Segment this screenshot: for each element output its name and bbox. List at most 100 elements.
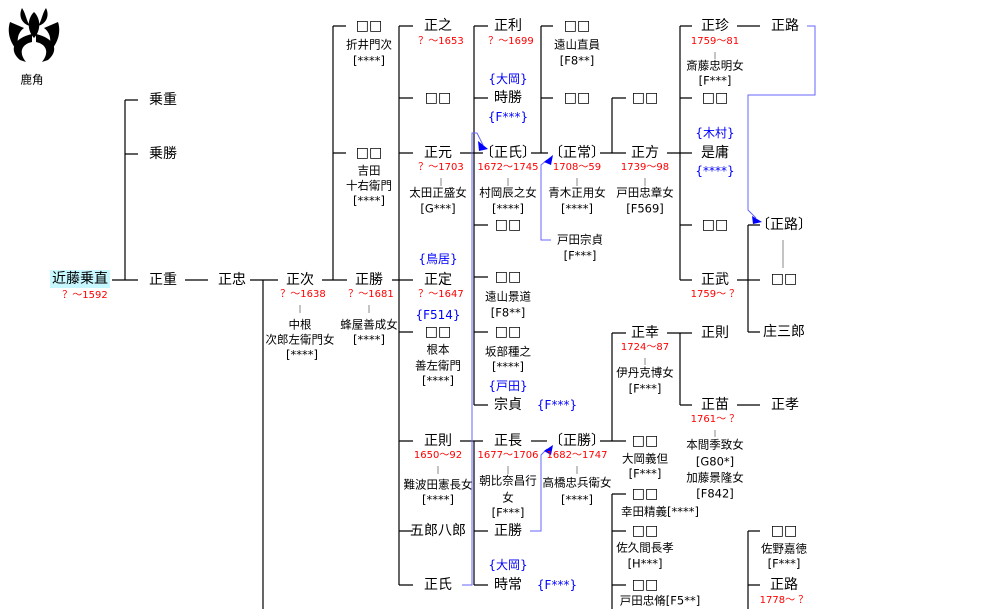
spouse-code: [F8**] bbox=[490, 305, 526, 320]
note: {F514} bbox=[415, 308, 461, 322]
person-name: 正勝 bbox=[355, 272, 383, 288]
dates: 1778～ ？ bbox=[759, 595, 809, 606]
spouse-code: [F***] bbox=[563, 248, 597, 263]
dates: ？～1647 bbox=[418, 289, 464, 300]
spouse-code: [****] bbox=[353, 53, 385, 68]
root-person: 近藤乗直 bbox=[50, 270, 110, 288]
person-name: □□ bbox=[631, 90, 659, 106]
person-name: 正則 bbox=[701, 325, 729, 341]
person-name: 〔正氏〕 bbox=[480, 145, 536, 161]
note: {F***} bbox=[536, 578, 578, 592]
person-name: 正氏 bbox=[424, 577, 452, 593]
person-name: 時勝 bbox=[494, 90, 522, 106]
person-name: 正路 bbox=[771, 18, 799, 34]
dates: ？～1699 bbox=[488, 36, 534, 47]
person-name: 〔正勝〕 bbox=[549, 433, 605, 449]
dates: 1759～81 bbox=[690, 36, 740, 47]
person-name: 正次 bbox=[286, 272, 314, 288]
person-name: 正孝 bbox=[771, 397, 799, 413]
note: {大岡} bbox=[488, 558, 528, 572]
person-name: 正勝 bbox=[494, 523, 522, 539]
spouse-code: [F***] bbox=[628, 466, 662, 481]
spouse-code: [H***] bbox=[627, 556, 663, 571]
person-name: 正珍 bbox=[701, 18, 729, 34]
person-name: □□ bbox=[494, 324, 522, 340]
note: {木村} bbox=[695, 126, 735, 140]
person-name: □□ bbox=[355, 145, 383, 161]
spouse-code: [F569] bbox=[626, 201, 664, 216]
spouse: 難波田憲長女 bbox=[403, 477, 473, 492]
note: {F***} bbox=[536, 398, 578, 412]
person-name: □□ bbox=[494, 217, 522, 233]
person-name: □□ bbox=[770, 271, 798, 287]
person-name: 五郎八郎 bbox=[410, 523, 466, 539]
spouse: 伊丹克博女 bbox=[616, 365, 674, 380]
dates: 1677～1706 bbox=[477, 450, 539, 461]
dates: 1708～59 bbox=[552, 162, 602, 173]
spouse: 坂部種之 bbox=[485, 344, 531, 359]
note: {戸田} bbox=[488, 379, 528, 393]
person-name: 正定 bbox=[424, 272, 452, 288]
spouse: 次郎左衛門女 bbox=[265, 332, 335, 347]
person-name: 正利 bbox=[494, 18, 522, 34]
person-name: □□ bbox=[631, 486, 659, 502]
spouse: 蜂屋善成女 bbox=[340, 317, 398, 332]
spouse: 遠山景道 bbox=[485, 289, 531, 304]
dates: ？～1703 bbox=[418, 162, 464, 173]
dates: 1724～87 bbox=[620, 342, 670, 353]
spouse-code: [F842] bbox=[696, 486, 734, 501]
person-name: 正忠 bbox=[218, 272, 246, 288]
person-name: 時常 bbox=[494, 577, 522, 593]
person-name: 正方 bbox=[631, 145, 659, 161]
person-name: □□ bbox=[631, 577, 659, 593]
person-name: □□ bbox=[701, 90, 729, 106]
dates: 1761～ ？ bbox=[690, 414, 740, 425]
spouse: 戸田忠脩[F5**] bbox=[619, 593, 701, 608]
person-name: 〔正常〕 bbox=[549, 145, 605, 161]
person-name: □□ bbox=[631, 523, 659, 539]
person-name: 〔正路〕 bbox=[756, 217, 812, 233]
spouse: 大岡義但 bbox=[622, 451, 668, 466]
dates: 1650～92 bbox=[413, 450, 463, 461]
spouse: 斎藤忠明女 bbox=[686, 58, 744, 73]
person-name: 正長 bbox=[494, 433, 522, 449]
spouse-code: [G80*] bbox=[695, 454, 735, 469]
person-name: 乗重 bbox=[149, 92, 177, 108]
note: {****} bbox=[695, 164, 735, 178]
spouse: 佐久間長孝 bbox=[616, 540, 674, 555]
spouse: 高橋忠兵衛女 bbox=[542, 475, 612, 490]
person-name: 正武 bbox=[701, 272, 729, 288]
spouse: 戸田宗貞 bbox=[557, 232, 603, 247]
spouse: 善左衛門 bbox=[415, 358, 461, 373]
dates: 1739～98 bbox=[620, 162, 670, 173]
spouse-code: [****] bbox=[422, 492, 454, 507]
person-name: 宗貞 bbox=[494, 397, 522, 413]
spouse-code: [****] bbox=[353, 332, 385, 347]
spouse-code: [****] bbox=[492, 201, 524, 216]
spouse-code: [F***] bbox=[628, 381, 662, 396]
person-name: □□ bbox=[494, 269, 522, 285]
spouse: 村岡辰之女 bbox=[479, 185, 537, 200]
person-name: 正幸 bbox=[631, 325, 659, 341]
spouse-code: [F8**] bbox=[559, 53, 595, 68]
person-name: 正之 bbox=[424, 18, 452, 34]
note: {鳥居} bbox=[418, 252, 458, 266]
person-name: 正苗 bbox=[701, 397, 729, 413]
dates: ？～1653 bbox=[418, 36, 464, 47]
spouse-code: [G***] bbox=[420, 201, 456, 216]
spouse: 女 bbox=[502, 490, 514, 505]
spouse: 太田正盛女 bbox=[409, 185, 467, 200]
person-name: □□ bbox=[563, 90, 591, 106]
spouse: 遠山直員 bbox=[554, 37, 600, 52]
spouse: 佐野嘉徳 bbox=[761, 541, 807, 556]
spouse: 十右衛門 bbox=[346, 178, 392, 193]
spouse: 加藤景隆女 bbox=[686, 470, 744, 485]
spouse: 折井門次 bbox=[346, 37, 392, 52]
person-name: 正則 bbox=[424, 433, 452, 449]
spouse-code: [****] bbox=[422, 373, 454, 388]
person-name: □□ bbox=[770, 523, 798, 539]
person-name: □□ bbox=[701, 217, 729, 233]
note: {大岡} bbox=[488, 72, 528, 86]
person-name: □□ bbox=[355, 18, 383, 34]
